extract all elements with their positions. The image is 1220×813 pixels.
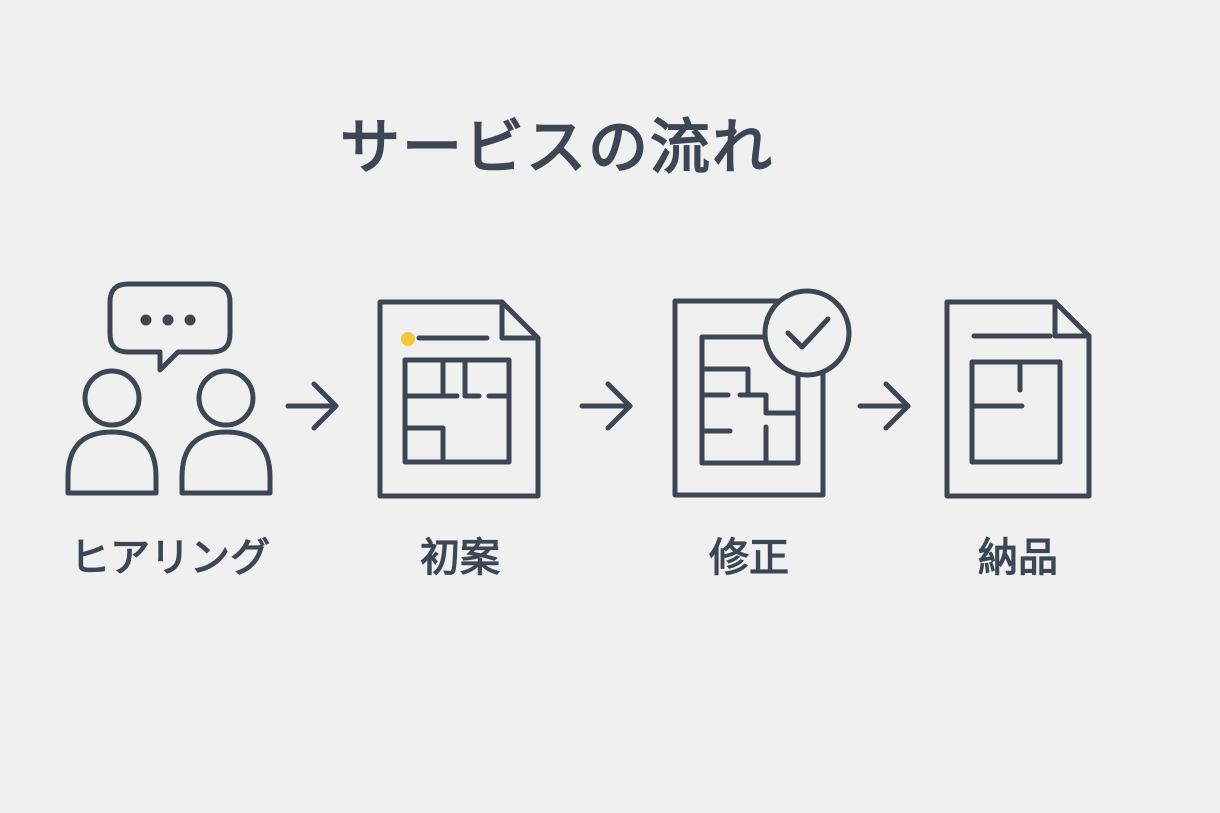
person-head-left	[82, 368, 142, 428]
bubble-dot	[140, 314, 152, 326]
arrow-right-icon	[856, 380, 916, 436]
floorplan-check-icon	[670, 285, 860, 505]
bubble-dot	[162, 314, 174, 326]
floorplan-delivery-icon	[942, 298, 1094, 502]
person-head-right	[196, 368, 256, 428]
step-label-revision: 修正	[709, 535, 789, 581]
step-label-hearing: ヒアリング	[70, 535, 270, 581]
person-body-left	[65, 429, 159, 496]
people-chat-icon	[60, 280, 280, 505]
arrow-right-icon	[284, 380, 344, 436]
step-label-first-draft: 初案	[420, 535, 500, 581]
person-body-right	[179, 429, 273, 496]
floorplan-document-icon	[375, 298, 543, 502]
check-badge	[762, 288, 852, 378]
yellow-dot-icon	[401, 332, 415, 346]
page-title: サービスの流れ	[340, 113, 774, 183]
arrow-right-icon	[578, 380, 638, 436]
speech-bubble-icon	[107, 281, 233, 373]
bubble-dot	[184, 314, 196, 326]
step-label-delivery: 納品	[978, 535, 1058, 581]
check-icon	[785, 316, 831, 350]
